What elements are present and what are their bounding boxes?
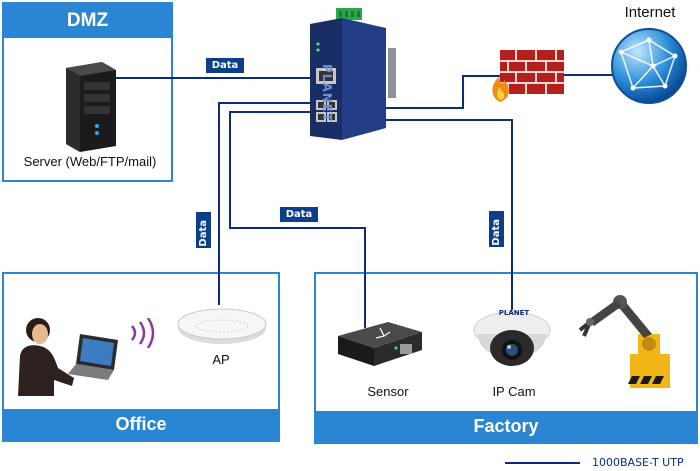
camera-brand: PLANET (498, 309, 530, 317)
robot-arm-icon (578, 295, 670, 388)
sensor-link (229, 111, 366, 328)
ap-label: AP (212, 352, 230, 367)
dmz-zone: DMZ (2, 2, 173, 182)
ip-camera-icon (473, 311, 551, 366)
firewall-link (338, 75, 500, 109)
office-ap-link (218, 102, 338, 305)
sensor-label: Sensor (367, 384, 409, 399)
server-icon (66, 62, 116, 152)
factory-title-bar: Factory (316, 411, 696, 442)
dmz-title-bar: DMZ (4, 4, 171, 38)
switch-brand: PLANET (320, 64, 334, 123)
internet-label: Internet (624, 4, 676, 21)
sensor-device-icon (338, 322, 422, 366)
firewall-icon (492, 50, 564, 102)
industrial-switch-icon (310, 8, 396, 140)
office-title-bar: Office (4, 409, 278, 440)
wireless-signal-icon (131, 318, 155, 348)
dmz-data-tag: Data (206, 58, 244, 73)
office-user-laptop-icon (18, 318, 118, 396)
ipcam-label: IP Cam (492, 384, 536, 399)
internet-globe-icon (611, 28, 687, 104)
camera-data-tag: Data (489, 211, 504, 247)
factory-title: Factory (473, 416, 539, 436)
office-data-tag: Data (196, 212, 211, 248)
office-zone: Office (2, 272, 280, 442)
sensor-data-tag: Data (280, 207, 318, 222)
dmz-title: DMZ (66, 10, 109, 31)
camera-link (340, 119, 513, 310)
access-point-icon (177, 308, 267, 344)
server-label: Server (Web/FTP/mail) (23, 154, 157, 169)
legend-label: 1000BASE-T UTP (592, 456, 684, 469)
office-title: Office (115, 414, 167, 434)
